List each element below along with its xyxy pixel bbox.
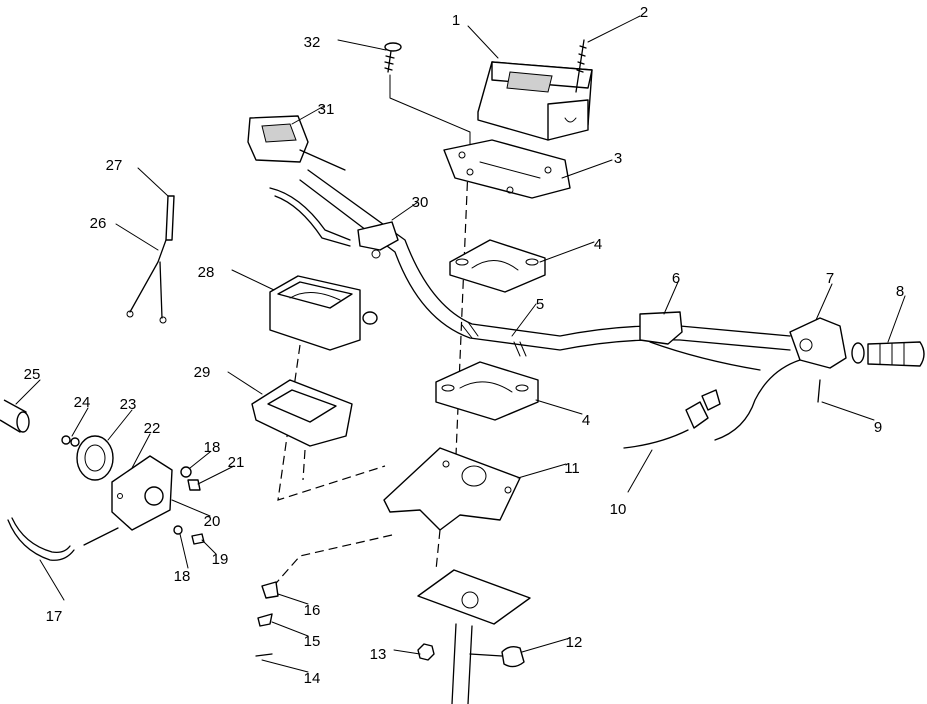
- leader-line: [521, 637, 571, 653]
- leader-line: [227, 371, 263, 395]
- callout-number: 15: [304, 633, 321, 650]
- part-4-upper-clamp: [449, 239, 546, 293]
- leader-line: [391, 201, 419, 221]
- part-25-cylinder: [0, 399, 30, 433]
- part-26-27-switch: [126, 195, 175, 324]
- leader-line: [189, 451, 211, 469]
- leader-line: [663, 281, 679, 315]
- part-17-cable: [7, 517, 75, 561]
- callout-number: 14: [304, 670, 321, 687]
- part-3-plate: [443, 139, 571, 199]
- part-30-lever-assembly: [269, 187, 399, 259]
- leader-line: [261, 659, 309, 673]
- leader-line: [107, 409, 133, 441]
- callout-number: 30: [412, 194, 429, 211]
- callout-number: 27: [106, 157, 123, 174]
- part-2-screw: [575, 39, 587, 93]
- callout-number: 16: [304, 602, 321, 619]
- callout-number: 32: [304, 34, 321, 51]
- callout-number: 10: [610, 501, 627, 518]
- leader-line: [39, 559, 65, 601]
- leader-line: [821, 401, 875, 421]
- leader-line: [15, 379, 41, 405]
- part-7-throttle-housing: [714, 317, 847, 441]
- callout-number: 23: [120, 396, 137, 413]
- callout-number: 4: [594, 236, 602, 253]
- callout-number: 28: [198, 264, 215, 281]
- callout-number: 29: [194, 364, 211, 381]
- part-14-16-small-parts: [255, 581, 279, 657]
- part-12-clip: [469, 645, 525, 668]
- leader-line: [277, 593, 309, 605]
- callout-number: 21: [228, 454, 245, 471]
- part-24-nut: [61, 435, 80, 447]
- leader-line: [71, 407, 89, 437]
- callout-number: 6: [672, 270, 680, 287]
- leader-line: [179, 533, 189, 569]
- leader-line: [393, 649, 421, 655]
- callout-number: 25: [24, 366, 41, 383]
- leader-line: [171, 499, 211, 517]
- leader-line: [137, 167, 169, 197]
- leader-line: [517, 463, 567, 479]
- callout-number: 4: [582, 412, 590, 429]
- leader-line: [539, 241, 595, 263]
- leader-line: [231, 269, 275, 291]
- callout-number: 22: [144, 420, 161, 437]
- callout-number: 12: [566, 634, 583, 651]
- part-6-switch-housing: [639, 311, 761, 371]
- steering-post: [417, 569, 531, 704]
- leader-line: [511, 303, 537, 337]
- leader-line: [587, 15, 641, 43]
- callout-number: 7: [826, 270, 834, 287]
- part-31-master-cylinder: [247, 115, 346, 171]
- part-32-bolt: [384, 42, 402, 73]
- callout-number: 8: [896, 283, 904, 300]
- callout-number: 2: [640, 4, 648, 21]
- leader-line: [197, 465, 235, 485]
- part-8-grip: [851, 341, 925, 367]
- callout-number: 18: [174, 568, 191, 585]
- leader-line: [561, 159, 613, 179]
- part-23-gasket: [76, 435, 114, 481]
- callout-number: 17: [46, 608, 63, 625]
- part-10-connector: [623, 389, 721, 449]
- leader-line: [467, 25, 499, 59]
- leader-line: [201, 539, 217, 555]
- callout-number: 31: [318, 101, 335, 118]
- leader-line: [131, 433, 151, 469]
- part-18-19-21-fasteners: [83, 466, 205, 546]
- part-28-bezel: [251, 379, 353, 447]
- leader-line: [291, 105, 325, 125]
- callout-number: 19: [212, 551, 229, 568]
- callout-number: 20: [204, 513, 221, 530]
- leader-line: [627, 449, 653, 493]
- callout-number: 11: [564, 460, 580, 477]
- callout-number: 9: [874, 419, 882, 436]
- callout-number: 24: [74, 394, 91, 411]
- callout-number: 3: [614, 150, 622, 167]
- leader-line: [887, 295, 906, 343]
- part-11-bracket: [383, 447, 521, 531]
- part-22-drive-housing: [111, 455, 173, 531]
- leader-line: [337, 39, 387, 51]
- callout-number: 5: [536, 296, 544, 313]
- callout-number: 18: [204, 439, 221, 456]
- part-1-cover: [477, 61, 593, 141]
- leader-line: [535, 399, 583, 415]
- leader-line: [271, 621, 309, 637]
- part-13-nut: [417, 643, 435, 661]
- part-29-speedometer: [269, 275, 378, 351]
- callout-number: 26: [90, 215, 107, 232]
- leader-line: [115, 223, 159, 251]
- part-9-screw: [817, 379, 821, 403]
- part-4-lower-clamp: [435, 361, 539, 421]
- callout-number: 13: [370, 646, 387, 663]
- leader-line: [815, 283, 833, 321]
- callout-number: 1: [452, 12, 460, 29]
